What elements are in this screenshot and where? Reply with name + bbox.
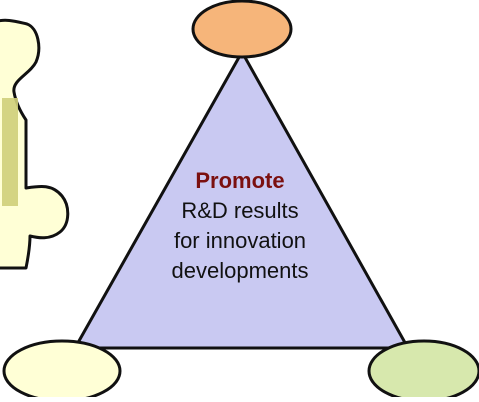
promote-label: Promote: [195, 168, 285, 193]
puzzle-piece-icon: [0, 18, 70, 270]
puzzle-accent: [2, 98, 18, 206]
center-caption: Promote R&D results for innovation devel…: [140, 166, 340, 286]
caption-line-3: developments: [171, 258, 309, 283]
top-node-ellipse: [191, 0, 293, 59]
right-node-ellipse: [367, 339, 479, 402]
triangle: [73, 50, 410, 350]
left-node-ellipse: [2, 339, 122, 402]
caption-line-2: for innovation: [173, 228, 307, 253]
caption-line-1: R&D results: [181, 198, 299, 223]
